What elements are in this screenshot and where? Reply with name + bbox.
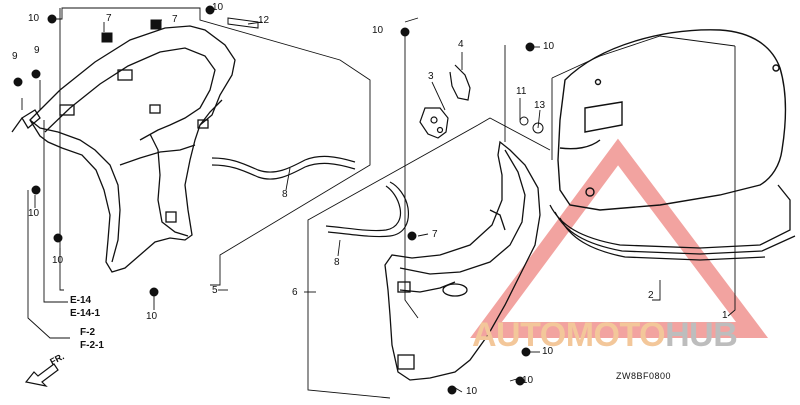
- label-7-b: 7: [172, 14, 178, 25]
- label-3: 3: [428, 71, 434, 82]
- label-10-center-top: 10: [372, 25, 384, 36]
- label-6: 6: [292, 287, 298, 298]
- ref-f2: F-2: [80, 327, 95, 338]
- label-10-top: 10: [212, 2, 224, 13]
- hose-part-8: [211, 155, 410, 238]
- label-4: 4: [458, 39, 464, 50]
- label-9-a: 9: [12, 51, 18, 62]
- front-direction-arrow: [24, 363, 59, 387]
- drawing-code: ZW8BF0800: [616, 371, 672, 381]
- label-5: 5: [212, 285, 218, 296]
- label-11: 11: [516, 86, 527, 97]
- leader-lines: [21, 6, 736, 399]
- label-2: 2: [648, 290, 654, 301]
- label-10-left: 10: [28, 208, 40, 219]
- watermark-part-1: AUTO: [472, 316, 566, 354]
- ref-e14-1: E-14-1: [70, 308, 101, 319]
- side-cover-part-6: [384, 140, 541, 381]
- label-1: 1: [722, 310, 728, 321]
- label-10-bottom-left: 10: [146, 311, 158, 322]
- under-cover-part-5: [11, 25, 236, 273]
- bracket-part-3: [419, 107, 449, 139]
- label-8-a: 8: [282, 189, 288, 200]
- engine-cover-part-1: [557, 29, 787, 211]
- label-7-c: 7: [432, 229, 438, 240]
- label-12: 12: [258, 15, 270, 26]
- seal-part-2: [549, 184, 796, 261]
- watermark-part-3: HUB: [665, 316, 738, 354]
- watermark-logo: AUTOMOTOHUB: [472, 316, 738, 354]
- label-8-b: 8: [334, 257, 340, 268]
- label-10-left-lower: 10: [52, 255, 64, 266]
- label-10-bottom-right: 10: [522, 375, 534, 386]
- label-9-b: 9: [34, 45, 40, 56]
- ref-e14: E-14: [70, 295, 92, 306]
- label-10-right-mid: 10: [542, 346, 554, 357]
- label-10-right-top: 10: [543, 41, 555, 52]
- label-10-top-left: 10: [28, 13, 40, 24]
- watermark-part-2: MOTO: [565, 316, 666, 354]
- label-7-a: 7: [106, 13, 112, 24]
- label-10-bottom-center: 10: [466, 386, 478, 397]
- ref-f2-1: F-2-1: [80, 340, 104, 351]
- label-13: 13: [534, 100, 546, 111]
- spring-clip-part-4: [449, 64, 471, 101]
- watermark-triangle: [470, 138, 769, 338]
